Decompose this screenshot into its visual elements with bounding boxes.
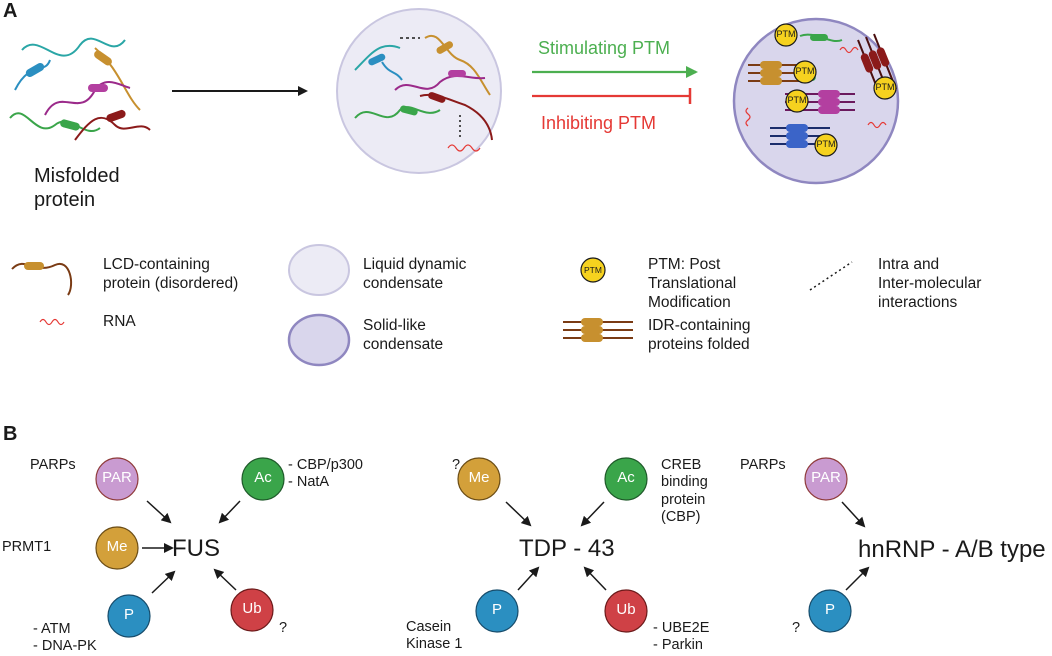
fus-ub-enzyme: ? bbox=[279, 620, 288, 636]
ptm-badge-label: PTM bbox=[795, 66, 815, 76]
me-badge-label: Me bbox=[468, 469, 490, 486]
ub-badge-label: Ub bbox=[242, 600, 262, 617]
ptm-badge-label: PTM bbox=[776, 29, 796, 39]
p-badge-label: P bbox=[123, 606, 134, 623]
folded-stack-blue bbox=[770, 124, 830, 148]
legend-lcd-icon bbox=[11, 262, 73, 296]
panel-b-label: B bbox=[3, 423, 18, 445]
ptm-badges bbox=[774, 23, 897, 157]
legend-solid-label: Solid-like condensate bbox=[363, 317, 444, 353]
fus-par-enzyme: PARPs bbox=[30, 457, 76, 473]
stimulating-ptm-label: Stimulating PTM bbox=[538, 38, 671, 58]
p-badge-label: P bbox=[824, 601, 835, 618]
misfolded-protein-label: Misfolded protein bbox=[34, 165, 120, 211]
legend-ptm-label: PTM: Post Translational Modification bbox=[648, 256, 737, 311]
ptm-badge-label: PTM bbox=[816, 139, 836, 149]
fus-p-enzymes: - ATM - DNA-PK bbox=[33, 621, 97, 655]
legend-liquid-icon bbox=[288, 244, 350, 296]
hnrnp-par-enzyme: PARPs bbox=[740, 457, 786, 473]
legend-interactions-label: Intra and Inter-molecular interactions bbox=[878, 256, 982, 311]
misfolded-protein-cluster bbox=[9, 37, 151, 141]
tdp-p-enzyme: Casein Kinase 1 bbox=[406, 619, 463, 653]
me-badge-label: Me bbox=[106, 538, 128, 555]
par-badge-label: PAR bbox=[102, 469, 132, 486]
legend-ptm-icon bbox=[580, 257, 606, 283]
legend-rna-label: RNA bbox=[103, 313, 136, 330]
par-badge-label: PAR bbox=[811, 469, 841, 486]
hnrnp-p-enzyme: ? bbox=[792, 620, 801, 636]
tdp-ac-enzyme: CREB binding protein (CBP) bbox=[661, 457, 708, 526]
inhibiting-ptm-label: Inhibiting PTM bbox=[541, 113, 657, 133]
fus-ac-enzymes: - CBP/p300 - NatA bbox=[288, 457, 363, 491]
panel-b-arrows bbox=[142, 500, 870, 594]
legend-interaction-icon bbox=[809, 261, 853, 291]
rna-squiggles bbox=[745, 46, 887, 129]
tdp-ub-enzymes: - UBE2E - Parkin bbox=[653, 620, 710, 654]
ptm-badge-label: PTM bbox=[875, 82, 895, 92]
hnrnp-label: hnRNP - A/B type bbox=[858, 536, 1046, 563]
tdp-me-enzyme: ? bbox=[452, 457, 461, 473]
legend-idr-label: IDR-containing proteins folded bbox=[648, 317, 751, 353]
panel-b-badges bbox=[95, 457, 852, 638]
tdp43-label: TDP - 43 bbox=[519, 535, 615, 562]
p-badge-label: P bbox=[491, 601, 502, 618]
inhibiting-arrow bbox=[532, 88, 692, 104]
legend-solid-icon bbox=[287, 313, 351, 367]
liquid-condensate-droplet bbox=[336, 8, 502, 174]
ub-badge-label: Ub bbox=[616, 601, 636, 618]
ac-badge-label: Ac bbox=[617, 469, 635, 486]
fus-label: FUS bbox=[172, 535, 220, 562]
legend-ptm-badge-label: PTM bbox=[584, 265, 602, 275]
panel-a-label: A bbox=[3, 0, 18, 22]
legend-rna-icon bbox=[39, 318, 65, 326]
legend-lcd-label: LCD-containing protein (disordered) bbox=[103, 256, 239, 292]
ac-badge-label: Ac bbox=[254, 469, 272, 486]
legend-liquid-label: Liquid dynamic condensate bbox=[363, 256, 467, 292]
ptm-badge-label: PTM bbox=[787, 95, 807, 105]
fus-me-enzyme: PRMT1 bbox=[2, 539, 52, 555]
legend-idr-icon bbox=[563, 318, 633, 342]
solid-condensate-droplet bbox=[732, 17, 900, 185]
